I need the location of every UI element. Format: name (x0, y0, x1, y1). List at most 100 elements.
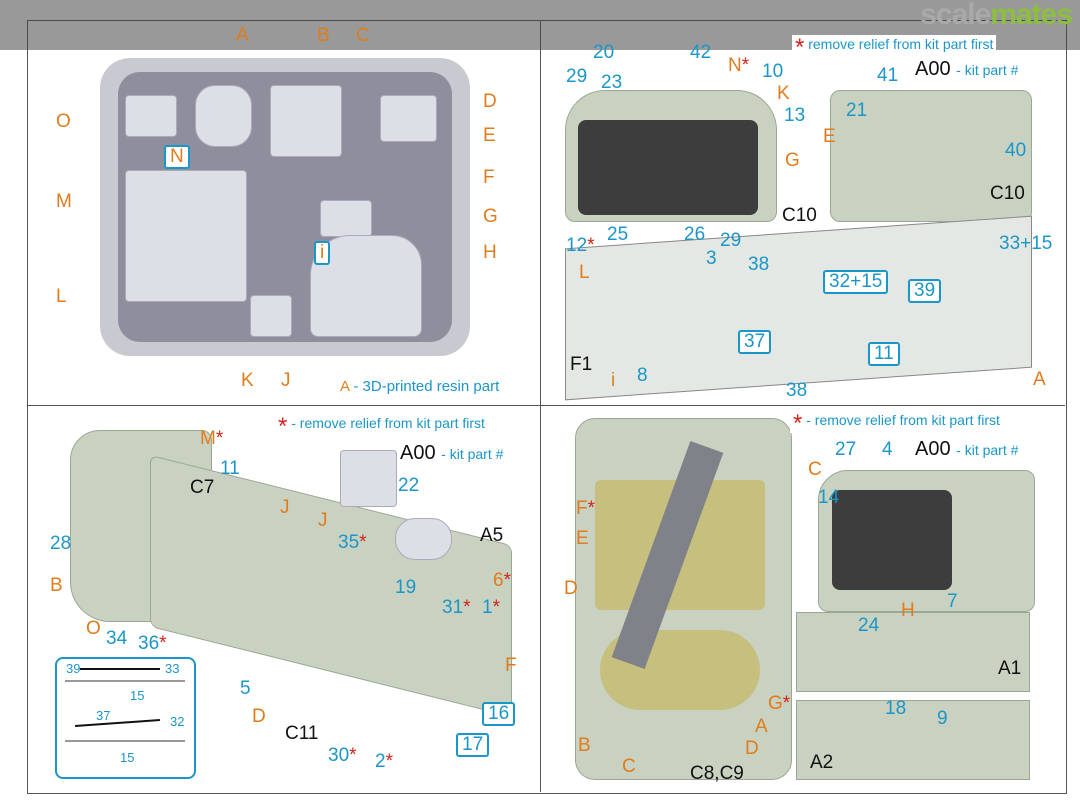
label-n: N (164, 145, 190, 169)
label-e: E (823, 126, 836, 147)
part-22 (340, 450, 397, 507)
inset-label-32: 32 (170, 714, 185, 729)
label-c: C (808, 459, 822, 480)
label-c10: C10 (782, 205, 817, 226)
label-h: H (483, 242, 497, 263)
kit-part-legend: A00 - kit part # (915, 58, 1019, 80)
kit-part-legend: A00 - kit part # (915, 438, 1019, 460)
label-g-star: G* (768, 693, 791, 714)
part-o (125, 95, 177, 137)
label-4: 4 (882, 439, 893, 460)
label-b: B (50, 575, 63, 596)
label-12-star: 12* (566, 235, 595, 256)
label-8: 8 (637, 365, 648, 386)
inset-detail (55, 657, 196, 779)
label-10: 10 (762, 61, 784, 82)
label-i: i (314, 241, 331, 265)
label-3: 3 (706, 248, 717, 269)
label-n-star: N* (728, 55, 750, 76)
part-m (125, 170, 247, 302)
label-e: E (576, 528, 589, 549)
inset-label-15: 15 (130, 688, 145, 703)
label-23: 23 (601, 72, 623, 93)
label-b: B (317, 25, 330, 46)
label-30-star: 30* (328, 745, 357, 766)
label-d: D (483, 91, 497, 112)
label-36-star: 36* (138, 633, 167, 654)
label-1-star: 1* (482, 597, 500, 618)
label-m-star: M* (200, 428, 224, 449)
label-f1: F1 (570, 354, 593, 375)
label-18: 18 (885, 698, 907, 719)
label-42: 42 (690, 42, 712, 63)
label-f-star: F* (576, 498, 596, 519)
label-c10b: C10 (990, 183, 1025, 204)
relief-note: * - remove relief from kit part first (790, 411, 1003, 436)
label-b: B (578, 735, 591, 756)
label-26: 26 (684, 224, 706, 245)
relief-note: * remove relief from kit part first (792, 35, 997, 60)
part-b (270, 85, 342, 157)
label-19: 19 (395, 577, 417, 598)
label-2-star: 2* (375, 751, 393, 772)
label-22: 22 (398, 475, 420, 496)
kit-part-legend: A00 - kit part # (400, 442, 504, 464)
label-20: 20 (593, 42, 615, 63)
relief-note: * - remove relief from kit part first (275, 414, 488, 439)
divider (27, 405, 1065, 406)
label-f: F (483, 167, 495, 188)
label-d: D (252, 706, 266, 727)
label-29b: 29 (720, 230, 742, 251)
label-i: i (611, 370, 616, 391)
label-a: A (755, 716, 768, 737)
label-35-star: 35* (338, 532, 367, 553)
inset-label-33: 33 (165, 661, 180, 676)
label-e: E (483, 125, 496, 146)
label-28: 28 (50, 533, 72, 554)
console-dials (832, 490, 952, 590)
label-o: O (56, 111, 71, 132)
label-9: 9 (937, 708, 948, 729)
label-c8-c9: C8,C9 (690, 763, 744, 784)
label-40: 40 (1005, 140, 1027, 161)
part-g (320, 200, 372, 237)
part-h (310, 235, 422, 337)
divider (540, 20, 541, 792)
part-a5 (395, 518, 452, 560)
part-d (380, 95, 437, 142)
label-d: D (564, 578, 578, 599)
label-41: 41 (877, 65, 899, 86)
label-5: 5 (240, 678, 251, 699)
label-11: 11 (868, 342, 900, 366)
watermark-header: scalemates (0, 0, 1080, 50)
label-11: 11 (220, 458, 240, 479)
part-k (250, 295, 292, 337)
label-l: L (56, 286, 67, 307)
instrument-panel-dials (578, 120, 758, 215)
label-j2: J (318, 510, 328, 531)
label-33-15: 33+15 (999, 233, 1053, 254)
scalemates-logo[interactable]: scalemates (920, 0, 1073, 31)
label-38: 38 (748, 254, 770, 275)
label-34: 34 (106, 628, 128, 649)
side-console (830, 90, 1032, 222)
label-6-star: 6* (493, 570, 511, 591)
label-a: A (1033, 369, 1046, 390)
rail (65, 740, 185, 742)
label-d2: D (745, 738, 759, 759)
label-16: 16 (482, 702, 516, 726)
rail (65, 680, 185, 682)
label-a: A (236, 25, 249, 46)
label-31-star: 31* (442, 597, 471, 618)
label-k: K (241, 370, 254, 391)
label-13: 13 (784, 105, 806, 126)
label-32-15: 32+15 (823, 270, 889, 294)
label-37: 37 (738, 330, 772, 354)
label-m: M (56, 191, 72, 212)
label-25: 25 (607, 224, 629, 245)
inset-label-37: 37 (96, 708, 111, 723)
label-a5: A5 (480, 525, 504, 546)
label-j: J (280, 497, 290, 518)
inset-label-39: 39 (66, 661, 81, 676)
label-a1: A1 (998, 658, 1022, 679)
